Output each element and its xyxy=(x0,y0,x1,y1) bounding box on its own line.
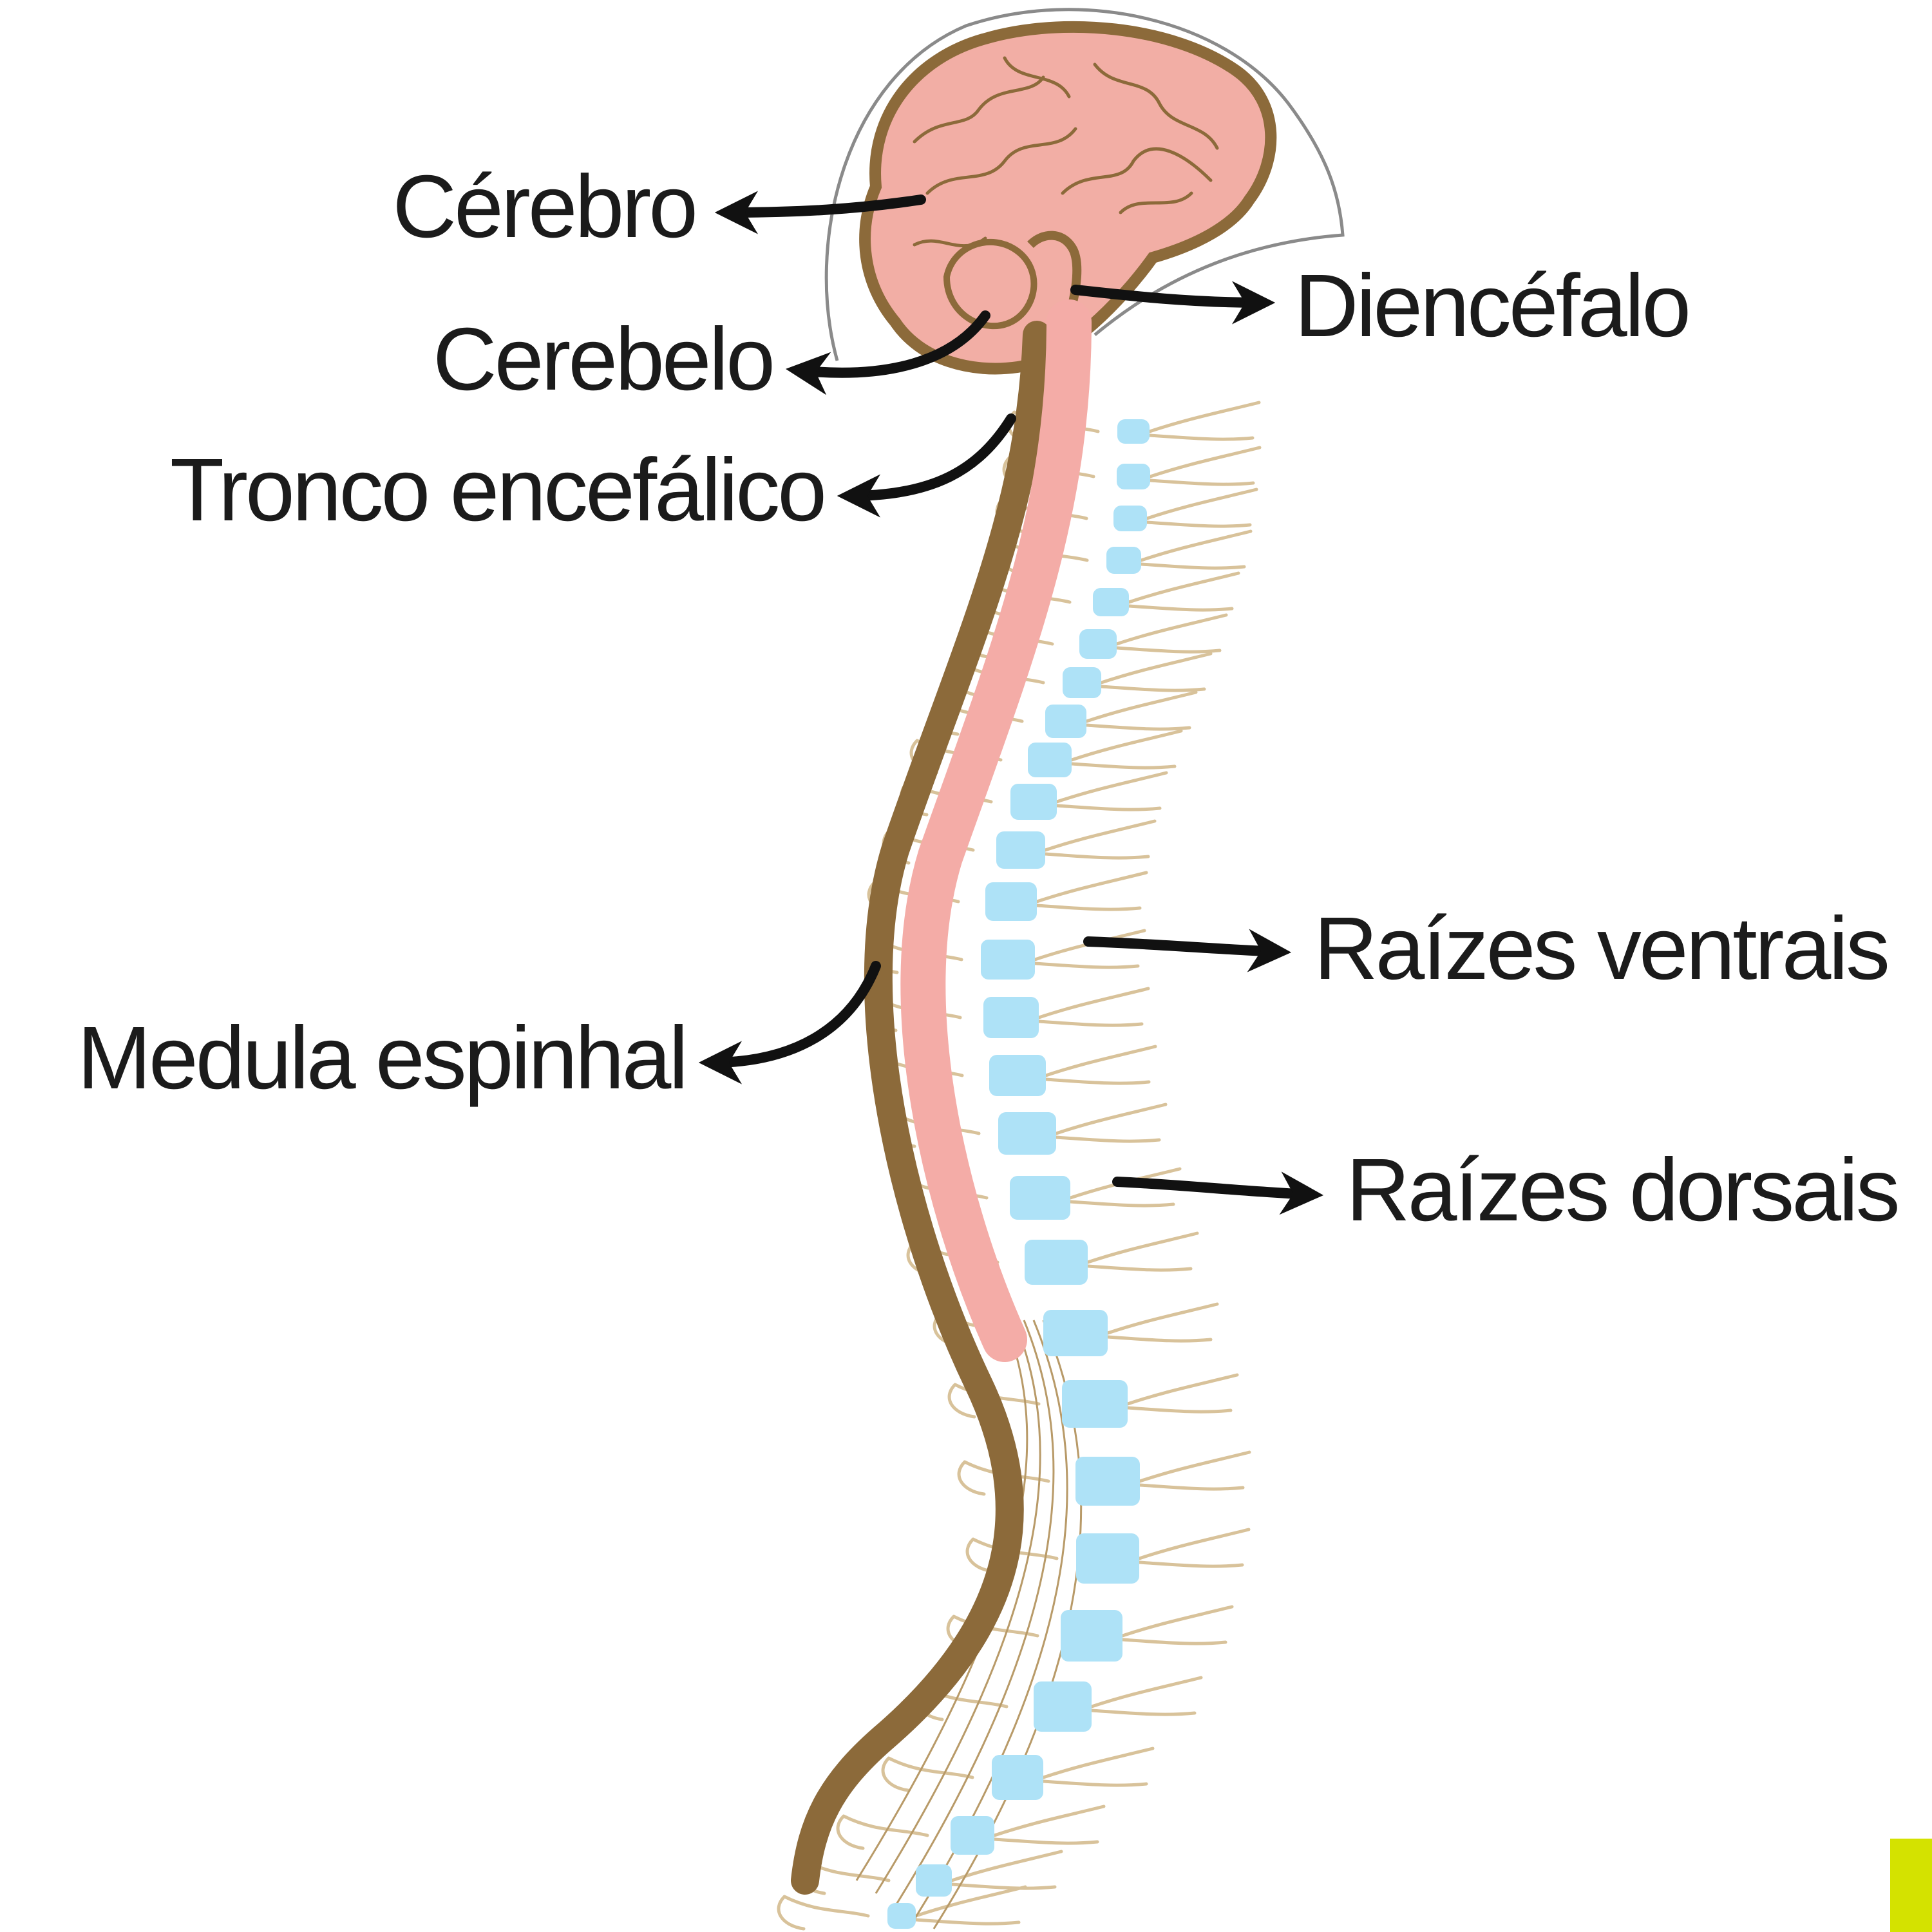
vertebra xyxy=(1106,547,1141,574)
arrow-diencefalo xyxy=(1070,281,1276,325)
vertebra xyxy=(981,940,1035,980)
nerve-rootlet xyxy=(1121,1605,1234,1645)
vertebra xyxy=(1028,743,1072,777)
label-medula-espinhal: Medula espinhal xyxy=(77,1009,686,1108)
arrow-cerebro xyxy=(714,191,926,234)
nerve-rootlet xyxy=(1037,987,1150,1027)
nerve-rootlet xyxy=(1054,1103,1168,1143)
nerve-rootlet xyxy=(1041,1747,1155,1787)
label-diencefalo: Diencéfalo xyxy=(1294,256,1689,355)
nerve-rootlet xyxy=(992,1804,1106,1845)
vertebra xyxy=(1093,588,1129,616)
vertebra xyxy=(992,1755,1043,1800)
nerve-rootlet xyxy=(914,1885,1027,1926)
vertebra xyxy=(1045,705,1086,738)
vertebra xyxy=(985,882,1037,921)
label-raizes-ventrais: Raízes ventrais xyxy=(1314,899,1888,998)
vertebra xyxy=(1010,1176,1070,1220)
spinal-nerves-right xyxy=(914,401,1262,1926)
vertebra xyxy=(983,997,1039,1038)
label-cerebro: Cérebro xyxy=(392,157,696,256)
vertebra xyxy=(1043,1310,1108,1356)
spinal-cord xyxy=(900,299,1092,1362)
vertebra xyxy=(1076,1533,1139,1584)
nerve-rootlet xyxy=(1055,771,1168,811)
nerve-rootlet xyxy=(1115,613,1228,654)
nerve-rootlet xyxy=(1137,1528,1251,1568)
vertebra xyxy=(916,1864,952,1897)
arrow-raizes-ventrais xyxy=(1083,929,1292,972)
vertebra xyxy=(989,1055,1046,1096)
nerve-rootlet xyxy=(1043,819,1157,860)
vertebra xyxy=(1079,629,1117,659)
vertebrae xyxy=(887,419,1150,1929)
nerve-rootlet xyxy=(1148,401,1261,441)
arrow-raizes-dorsais xyxy=(1112,1171,1324,1215)
nerve-rootlet xyxy=(1086,1231,1199,1272)
head-outline xyxy=(824,8,1345,361)
corner-accent xyxy=(1890,1839,1932,1932)
arrow-tronco xyxy=(837,413,1016,518)
nerve-rootlet xyxy=(1139,529,1253,570)
nerve-rootlet xyxy=(1138,1450,1251,1491)
nerve-rootlet xyxy=(881,1756,974,1792)
nerve-rootlet xyxy=(1070,729,1183,770)
label-cerebelo: Cerebelo xyxy=(433,310,773,409)
nerve-rootlet xyxy=(1035,871,1148,911)
vertebra xyxy=(1113,506,1147,531)
nerve-rootlet xyxy=(1090,1676,1203,1716)
vertebra xyxy=(1010,784,1057,820)
nerve-rootlet xyxy=(1145,488,1258,528)
nerve-rootlet xyxy=(1084,690,1198,731)
vertebra xyxy=(996,831,1045,869)
vertebra xyxy=(1061,1610,1122,1662)
label-raizes-dorsais: Raízes dorsais xyxy=(1346,1141,1898,1240)
nerve-rootlet xyxy=(1148,446,1262,486)
vertebra xyxy=(1117,419,1150,444)
arrow-medula xyxy=(698,961,881,1084)
vertebra xyxy=(1062,1380,1128,1428)
pointer-arrows xyxy=(698,191,1324,1215)
vertebra xyxy=(951,1816,994,1855)
vertebra xyxy=(1063,667,1101,698)
spinal-cord-outline xyxy=(791,321,1051,1895)
vertebra xyxy=(1034,1681,1092,1732)
vertebra xyxy=(998,1112,1056,1155)
label-tronco-encefalico: Tronco encefálico xyxy=(170,440,824,540)
arrow-cerebelo xyxy=(785,310,990,395)
nerve-rootlet xyxy=(1044,1045,1157,1085)
vertebra xyxy=(1075,1457,1140,1506)
nerve-rootlet xyxy=(836,1814,929,1850)
nerve-rootlet xyxy=(777,1895,870,1931)
nerve-rootlet xyxy=(1099,652,1213,692)
cerebellum xyxy=(943,238,1037,330)
vertebra xyxy=(1117,464,1150,489)
nerve-rootlet xyxy=(1126,1373,1239,1414)
nerve-rootlet xyxy=(1033,929,1146,969)
nerve-rootlet xyxy=(1106,1302,1219,1343)
nerve-rootlet xyxy=(1127,571,1240,612)
vertebra xyxy=(887,1903,916,1929)
vertebra xyxy=(1025,1240,1088,1285)
